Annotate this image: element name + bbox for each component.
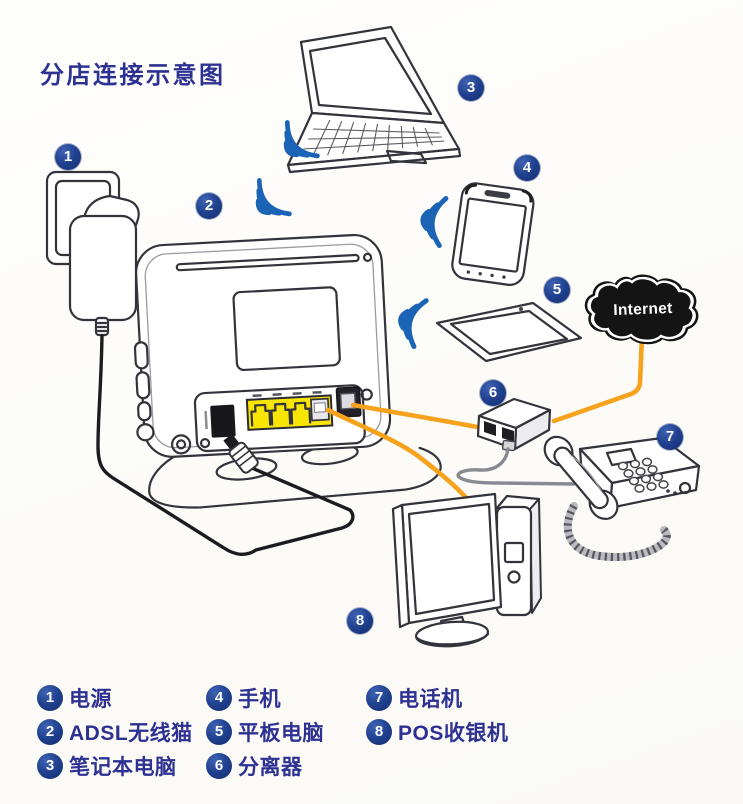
legend-badge: 1: [37, 685, 63, 711]
legend-label: 笔记本电脑: [69, 756, 177, 779]
laptop-touchpad: [385, 149, 428, 165]
diagram-badge-6: 6: [480, 380, 506, 406]
diagram-badge-8: 8: [347, 608, 373, 634]
router-dsl-port: [335, 386, 362, 418]
lan-cable-to-pos: [325, 407, 471, 503]
splitter-port: [484, 421, 496, 436]
splitter-port: [502, 427, 514, 442]
legend-item-splitter: 6 分离器: [206, 753, 324, 779]
dsl-cable-to-splitter: [350, 402, 491, 432]
diagram-badge-5: 5: [544, 277, 570, 303]
legend-item-phone: 4 手机: [206, 685, 324, 711]
wifi-signal-icon: [245, 180, 289, 226]
internet-cable: [551, 333, 645, 424]
legend-item-adsl-modem: 2 ADSL无线猫: [37, 719, 193, 745]
page-title: 分店连接示意图: [40, 62, 226, 89]
legend-badge: 8: [366, 719, 392, 745]
legend: 1 电源 2 ADSL无线猫 3 笔记本电脑 4 手机 5 平板电脑 6 分离器…: [0, 685, 743, 795]
telephone-illustration: [543, 435, 701, 562]
router-power-port: [210, 404, 236, 438]
legend-badge: 5: [206, 719, 232, 745]
power-cable: [96, 334, 355, 556]
router-stand: [148, 446, 442, 509]
smartphone-illustration: [451, 182, 535, 286]
legend-badge: 6: [206, 753, 232, 779]
legend-label: POS收银机: [398, 722, 509, 745]
legend-item-telephone: 7 电话机: [366, 685, 508, 711]
diagram-badge-4: 4: [514, 155, 540, 181]
legend-item-pos: 8 POS收银机: [366, 719, 508, 745]
wifi-signal-icon: [420, 196, 446, 246]
legend-item-laptop: 3 笔记本电脑: [37, 753, 193, 779]
legend-label: 平板电脑: [238, 722, 324, 745]
laptop-illustration: [286, 25, 462, 174]
telephone-keypad: [617, 457, 669, 493]
telephone-handset: [543, 435, 619, 520]
legend-badge: 2: [37, 719, 63, 745]
legend-label: ADSL无线猫: [69, 722, 193, 745]
legend-item-tablet: 5 平板电脑: [206, 719, 324, 745]
legend-badge: 3: [37, 753, 63, 779]
power-adapter-illustration: [45, 170, 140, 337]
legend-item-power: 1 电源: [37, 685, 193, 711]
legend-label: 电源: [69, 688, 112, 711]
tablet-camera: [519, 307, 523, 311]
pos-computer-illustration: [391, 492, 542, 648]
legend-label: 分离器: [238, 756, 303, 779]
power-plug-connector: [223, 433, 259, 474]
splitter-illustration: [476, 397, 552, 452]
tablet-illustration: [435, 301, 583, 363]
legend-column-3: 7 电话机 8 POS收银机: [366, 685, 508, 745]
internet-cloud: [584, 274, 699, 345]
wifi-signal-icon: [395, 296, 427, 347]
laptop-keyboard: [302, 119, 446, 158]
phone-speaker: [484, 189, 511, 199]
router-label-recess: [232, 286, 341, 372]
internet-label: Internet: [613, 299, 673, 320]
diagram-badge-2: 2: [196, 193, 222, 219]
legend-label: 手机: [238, 688, 281, 711]
legend-column-2: 4 手机 5 平板电脑 6 分离器: [206, 685, 324, 779]
power-port-label: [204, 410, 208, 430]
diagram-badge-7: 7: [657, 424, 683, 450]
legend-badge: 4: [206, 685, 232, 711]
diagram-badge-1: 1: [55, 144, 81, 170]
adsl-modem-illustration: [133, 233, 442, 509]
diagram-badge-3: 3: [458, 75, 484, 101]
legend-label: 电话机: [398, 688, 463, 711]
phone-cable: [456, 447, 576, 486]
legend-badge: 7: [366, 685, 392, 711]
router-lan-ports: [245, 390, 334, 431]
legend-column-1: 1 电源 2 ADSL无线猫 3 笔记本电脑: [37, 685, 193, 779]
